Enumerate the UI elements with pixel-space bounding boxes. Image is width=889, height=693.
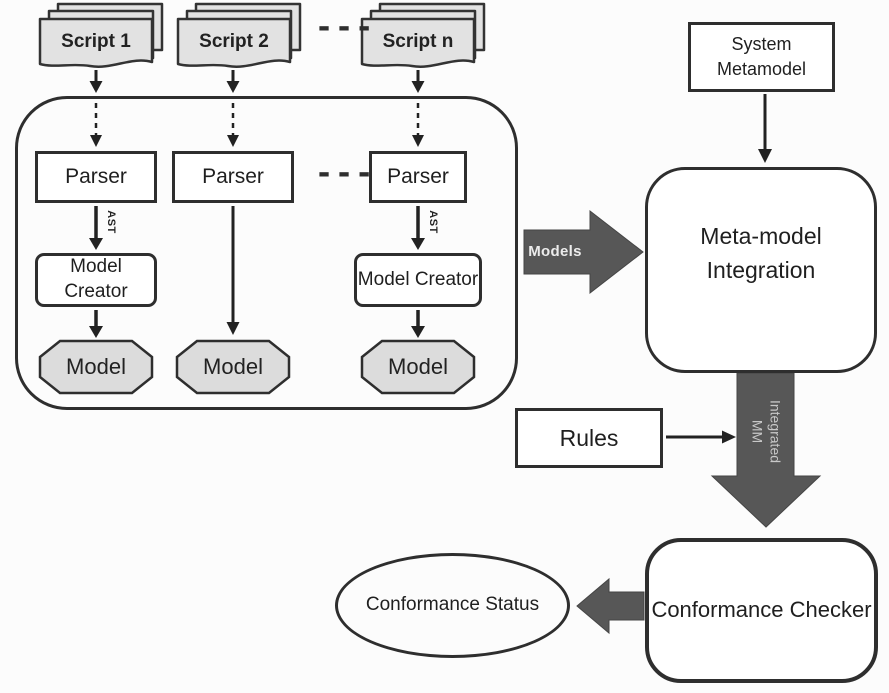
script-n-arrow [411,70,425,93]
model-3-octagon [360,339,476,395]
conformance-status-big-arrow [576,577,645,635]
parser-n-ast-arrow [411,206,425,250]
script-n-document-stack-icon [360,2,486,68]
integrated-mm-big-arrow [710,372,822,528]
parser-n-dashed-arrow [412,103,424,147]
creator-n-model-arrow [411,310,425,338]
parser-1-ast-arrow [89,206,103,250]
script-1-document-stack-icon [38,2,164,68]
parser-n-box: Parser [369,151,467,203]
parser-2-box: Parser [172,151,294,203]
conformance-status-ellipse: Conformance Status [335,553,570,658]
script-2-document-stack-icon [176,2,302,68]
models-arrow-label: Models [528,243,582,260]
creator-1-model-arrow [89,310,103,338]
model-creator-n-box: Model Creator [354,253,482,307]
parser-1-box: Parser [35,151,157,203]
meta-model-integration-box: Meta-model Integration [645,167,877,373]
system-metamodel-box: System Metamodel [688,22,835,92]
parser-1-dashed-arrow [90,103,102,147]
script-1-arrow [89,70,103,93]
rules-arrow [666,430,736,444]
model-1-octagon [38,339,154,395]
model-2-octagon [175,339,291,395]
parser-2-dashed-arrow [227,103,239,147]
system-metamodel-arrow [758,94,772,163]
script-2-arrow [226,70,240,93]
integrated-mm-arrow-label: Integrated MM [750,399,784,464]
conformance-checker-box: Conformance Checker [645,538,878,683]
parsing-container-outline [15,96,518,410]
rules-box: Rules [515,408,663,468]
model-creator-1-box: Model Creator [35,253,157,307]
models-big-arrow [523,209,644,295]
parser-2-model-arrow [226,206,240,335]
